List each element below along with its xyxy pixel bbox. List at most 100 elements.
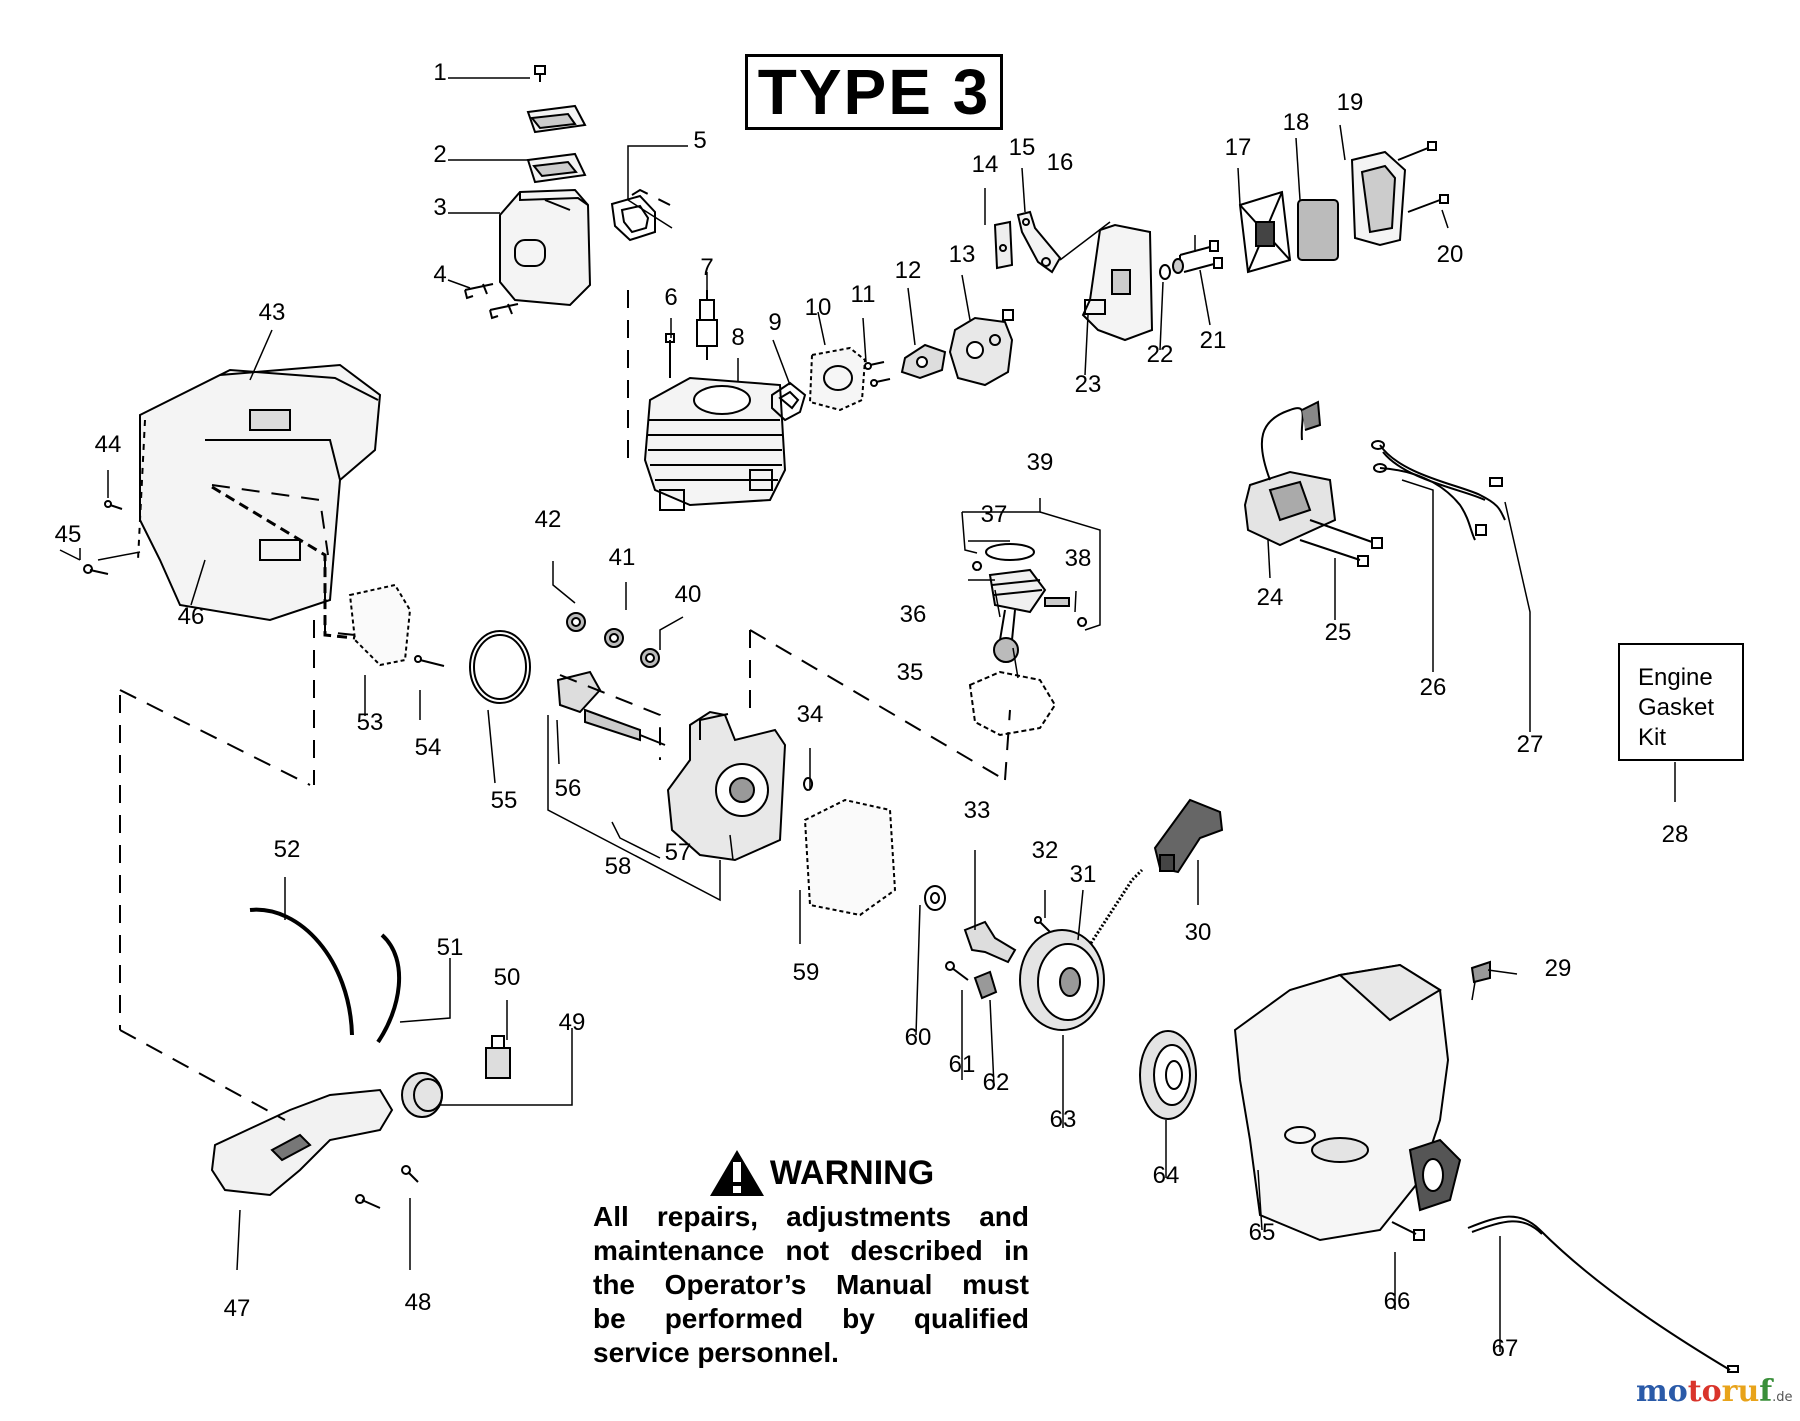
part-number-53: 53	[357, 709, 384, 736]
part-number-54: 54	[415, 734, 442, 761]
part-18-air-filter	[1297, 199, 1339, 261]
part-60-washer	[924, 885, 946, 911]
part-55-o-ring	[469, 630, 531, 704]
part-43-cylinder-shroud	[137, 363, 382, 622]
part-number-26: 26	[1420, 674, 1447, 701]
part-22-washers	[1159, 258, 1184, 280]
part-number-13: 13	[949, 241, 976, 268]
part-51-fuel-line	[376, 933, 402, 1044]
part-6-bolt	[665, 333, 675, 378]
part-number-24: 24	[1257, 584, 1284, 611]
part-number-19: 19	[1337, 89, 1364, 116]
part-49-fuel-cap	[401, 1072, 443, 1118]
part-number-60: 60	[905, 1024, 932, 1051]
part-29-clip	[1470, 960, 1491, 984]
part-number-27: 27	[1517, 731, 1544, 758]
part-number-30: 30	[1185, 919, 1212, 946]
warning-notice: WARNING All repairs, adjustments and mai…	[593, 1148, 1029, 1370]
part-number-47: 47	[224, 1295, 251, 1322]
part-59-cylinder-outline	[803, 798, 897, 917]
part-19-air-filter-cover	[1350, 150, 1407, 247]
part-number-4: 4	[433, 261, 446, 288]
part-17-filter-holder	[1238, 190, 1292, 274]
part-number-17: 17	[1225, 134, 1252, 161]
part-67-cable	[1467, 1215, 1739, 1373]
warning-line-3: the Operator’s Manual must	[593, 1269, 1029, 1300]
part-number-42: 42	[535, 506, 562, 533]
part-number-6: 6	[664, 284, 677, 311]
part-32-screw	[1034, 916, 1051, 933]
part-11-bolts	[864, 361, 891, 387]
part-number-63: 63	[1050, 1106, 1077, 1133]
part-number-18: 18	[1283, 109, 1310, 136]
part-number-7: 7	[700, 254, 713, 281]
part-number-15: 15	[1009, 134, 1036, 161]
part-number-2: 2	[433, 141, 446, 168]
part-7-spark-plug	[696, 290, 718, 360]
part-number-28: 28	[1662, 821, 1689, 848]
part-number-5: 5	[693, 127, 706, 154]
part-16-bolt	[1179, 240, 1219, 261]
part-number-36: 36	[900, 601, 927, 628]
assembly-guide-bold	[211, 485, 356, 640]
part-number-41: 41	[609, 544, 636, 571]
part-number-59: 59	[793, 959, 820, 986]
part-30-starter-handle	[1153, 798, 1224, 874]
part-number-62: 62	[983, 1069, 1010, 1096]
warning-line-5: service personnel.	[593, 1337, 839, 1368]
part-number-56: 56	[555, 775, 582, 802]
part-number-20: 20	[1437, 241, 1464, 268]
part-41-bearing	[604, 628, 624, 648]
part-12-gasket	[900, 343, 947, 380]
part-53-bracket	[348, 583, 412, 667]
part-61-screw	[945, 961, 969, 981]
part-31-starter-rope	[1078, 868, 1144, 961]
part-number-66: 66	[1384, 1288, 1411, 1315]
part-47-fuel-tank	[210, 1088, 394, 1197]
part-number-21: 21	[1200, 327, 1227, 354]
part-45-screw	[83, 564, 109, 575]
part-1-screw	[534, 65, 546, 82]
part-number-39: 39	[1027, 449, 1054, 476]
part-57-crankcase	[666, 710, 787, 862]
part-number-65: 65	[1249, 1219, 1276, 1246]
kit-line-1: Engine	[1638, 664, 1713, 691]
part-number-64: 64	[1153, 1162, 1180, 1189]
part-number-29: 29	[1545, 955, 1572, 982]
part-50-fuel-filter	[485, 1035, 511, 1079]
part-52-fuel-line	[249, 907, 354, 1036]
part-14-gasket	[993, 220, 1014, 270]
part-number-33: 33	[964, 797, 991, 824]
part-number-23: 23	[1075, 371, 1102, 398]
part-number-10: 10	[805, 294, 832, 321]
part-number-32: 32	[1032, 837, 1059, 864]
type-label: TYPE 3	[757, 56, 991, 128]
part-38-pin-and-clips	[972, 561, 1088, 627]
part-number-16: 16	[1047, 149, 1074, 176]
part-number-35: 35	[897, 659, 924, 686]
assembly-guides	[119, 188, 1011, 1121]
part-number-38: 38	[1065, 545, 1092, 572]
part-number-51: 51	[437, 934, 464, 961]
part-10-intake	[808, 346, 867, 412]
part-number-46: 46	[178, 603, 205, 630]
part-3-muffler	[499, 188, 592, 307]
part-8-cylinder	[643, 376, 787, 511]
kit-line-3: Kit	[1638, 724, 1667, 751]
part-2-muffler-plates	[526, 104, 587, 184]
part-40-bearing	[640, 648, 660, 668]
part-number-8: 8	[731, 324, 744, 351]
part-number-58: 58	[605, 853, 632, 880]
warning-heading: WARNING	[769, 1153, 935, 1192]
part-number-49: 49	[559, 1009, 586, 1036]
watermark-logo: motoruf.de	[1636, 1374, 1793, 1409]
part-34-clip	[803, 777, 814, 791]
part-number-67: 67	[1492, 1335, 1519, 1362]
part-48-screws	[355, 1165, 419, 1209]
part-number-50: 50	[494, 964, 521, 991]
part-62-clip	[973, 970, 998, 1000]
kit-line-2: Gasket	[1638, 694, 1715, 721]
part-66-screw	[1391, 1221, 1425, 1241]
part-5-gasket	[610, 194, 656, 242]
